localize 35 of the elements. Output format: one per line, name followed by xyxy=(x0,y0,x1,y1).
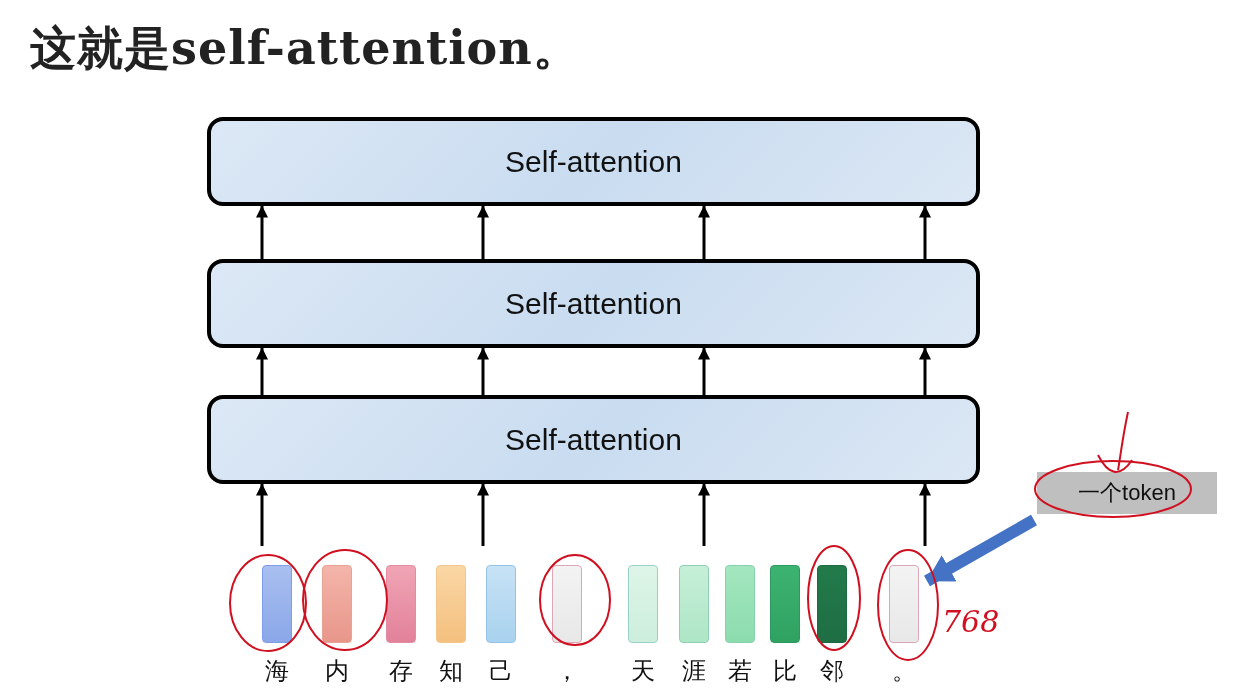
token-character: 比 xyxy=(772,656,798,687)
token-character: 内 xyxy=(324,656,350,687)
token-character: 存 xyxy=(388,656,414,687)
arrow xyxy=(477,205,489,259)
layer-box xyxy=(207,395,980,484)
token-character: 。 xyxy=(891,656,917,687)
arrow xyxy=(919,205,931,259)
token-character: 天 xyxy=(630,656,656,687)
arrow xyxy=(256,483,268,546)
token-character: 若 xyxy=(727,656,753,687)
arrow xyxy=(698,205,710,259)
arrow xyxy=(477,347,489,395)
slide-title: 这就是self-attention。 xyxy=(30,20,580,77)
token-character: 涯 xyxy=(681,656,707,687)
layer-box xyxy=(207,117,980,206)
layer-box xyxy=(207,259,980,348)
token-character: 海 xyxy=(264,656,290,687)
arrow xyxy=(256,205,268,259)
layer-title: Self-attention xyxy=(505,144,682,179)
layer-title: Self-attention xyxy=(505,286,682,321)
arrow xyxy=(256,347,268,395)
arrow xyxy=(919,347,931,395)
handwritten-note: 768 xyxy=(942,604,1000,639)
arrow xyxy=(477,483,489,546)
token-character: 邻 xyxy=(819,656,845,687)
label-box xyxy=(1037,472,1217,514)
token-character: 己 xyxy=(488,656,514,687)
arrow xyxy=(924,514,1037,587)
token-character: 知 xyxy=(438,656,464,687)
label-text: 一个token xyxy=(1078,479,1176,507)
arrow xyxy=(919,483,931,546)
arrow xyxy=(698,483,710,546)
token-character: ， xyxy=(554,656,580,687)
layer-title: Self-attention xyxy=(505,422,682,457)
arrow xyxy=(698,347,710,395)
